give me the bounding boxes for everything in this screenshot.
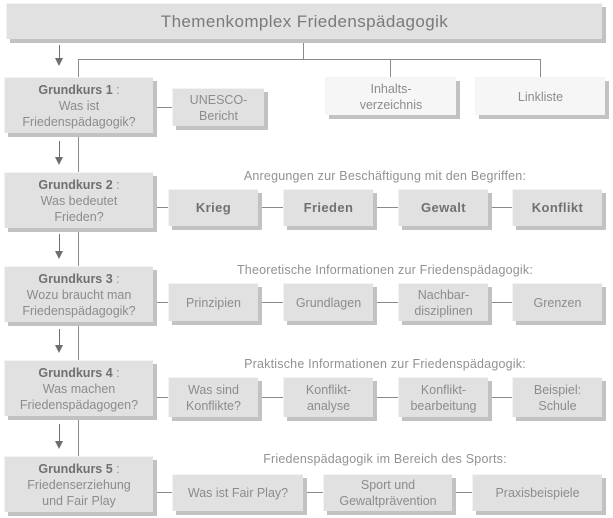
row2-stub-line <box>153 207 168 208</box>
grundkurs-4-box[interactable]: Grundkurs 4 : Was machen Friedenspädagog… <box>4 360 153 416</box>
grundkurs-2-title: Grundkurs 2 : <box>38 177 120 192</box>
grundkurs-1-subtitle: Was ist Friedenspädagogik? <box>22 98 136 129</box>
linkliste-drop-line <box>540 59 541 77</box>
grundkurs-3-box[interactable]: Grundkurs 3 : Wozu braucht man Friedensp… <box>4 266 153 322</box>
row4-stub-line <box>153 397 168 398</box>
grundlagen-box[interactable]: Grundlagen <box>283 283 373 321</box>
row5-stub-line <box>153 492 172 493</box>
grundkurs-5-title: Grundkurs 5 : <box>38 461 120 476</box>
sport-und-gewaltpraevention-box[interactable]: Sport und Gewaltprävention <box>323 474 452 511</box>
unesco-bericht-box[interactable]: UNESCO- Bericht <box>172 88 264 126</box>
grundkurs-4-title: Grundkurs 4 : <box>38 365 120 380</box>
page-title: Themenkomplex Friedenspädagogik <box>6 3 602 39</box>
praxisbeispiele-box[interactable]: Praxisbeispiele <box>472 474 602 511</box>
grenzen-box[interactable]: Grenzen <box>512 283 602 321</box>
gewalt-box[interactable]: Gewalt <box>398 189 488 226</box>
main-vertical-line <box>78 59 79 456</box>
nachbardisziplinen-box[interactable]: Nachbar- disziplinen <box>398 283 488 321</box>
row4-link-line-1 <box>258 397 283 398</box>
row1-stub-line <box>153 107 172 108</box>
grundkurs-1-title: Grundkurs 1 : <box>38 82 120 97</box>
was-ist-fair-play-box[interactable]: Was ist Fair Play? <box>172 474 303 511</box>
beispiel-schule-box[interactable]: Beispiel: Schule <box>512 377 602 417</box>
arrow-down-icon <box>54 329 65 353</box>
row2-link-line-2 <box>373 207 398 208</box>
row3-heading: Theoretische Informationen zur Friedensp… <box>236 263 534 277</box>
arrow-down-icon <box>54 234 65 259</box>
frieden-box[interactable]: Frieden <box>283 189 373 226</box>
grundkurs-3-subtitle: Wozu braucht man Friedenspädagogik? <box>22 287 136 318</box>
row2-link-line-1 <box>258 207 283 208</box>
top-branch-line <box>78 59 540 60</box>
row2-link-line-3 <box>488 207 512 208</box>
row4-link-line-2 <box>373 397 398 398</box>
inhaltsverzeichnis-drop-line <box>390 59 391 77</box>
grundkurs-2-subtitle: Was bedeutet Frieden? <box>40 193 118 224</box>
grundkurs-1-box[interactable]: Grundkurs 1 : Was ist Friedenspädagogik? <box>4 77 153 133</box>
grundkurs-5-subtitle: Friedenserziehung und Fair Play <box>27 477 131 508</box>
inhaltsverzeichnis-box[interactable]: Inhalts- verzeichnis <box>325 77 456 115</box>
title-connector-line <box>303 43 304 59</box>
row3-stub-line <box>153 302 168 303</box>
row5-link-line-2 <box>452 492 472 493</box>
row5-link-line-1 <box>303 492 323 493</box>
row5-heading: Friedenspädagogik im Bereich des Sports: <box>263 452 507 466</box>
row3-link-line-1 <box>258 302 283 303</box>
was-sind-konflikte-box[interactable]: Was sind Konflikte? <box>168 377 258 417</box>
row4-heading: Praktische Informationen zur Friedenspäd… <box>244 357 526 371</box>
krieg-box[interactable]: Krieg <box>168 189 258 226</box>
grundkurs-4-subtitle: Was machen Friedenspädagogen? <box>19 381 139 412</box>
konfliktanalyse-box[interactable]: Konflikt- analyse <box>283 377 373 417</box>
row3-link-line-2 <box>373 302 398 303</box>
linkliste-box[interactable]: Linkliste <box>475 77 605 115</box>
prinzipien-box[interactable]: Prinzipien <box>168 283 258 321</box>
konflikt-box[interactable]: Konflikt <box>512 189 602 226</box>
row2-heading: Anregungen zur Beschäftigung mit den Beg… <box>243 169 527 183</box>
grundkurs-3-title: Grundkurs 3 : <box>38 271 120 286</box>
row3-link-line-3 <box>488 302 512 303</box>
arrow-down-icon <box>54 45 65 66</box>
row4-link-line-3 <box>488 397 512 398</box>
konfliktbearbeitung-box[interactable]: Konflikt- bearbeitung <box>398 377 488 417</box>
arrow-down-icon <box>54 141 65 165</box>
grundkurs-5-box[interactable]: Grundkurs 5 : Friedenserziehung und Fair… <box>4 456 153 512</box>
grundkurs-2-box[interactable]: Grundkurs 2 : Was bedeutet Frieden? <box>4 172 153 228</box>
arrow-down-icon <box>54 424 65 449</box>
